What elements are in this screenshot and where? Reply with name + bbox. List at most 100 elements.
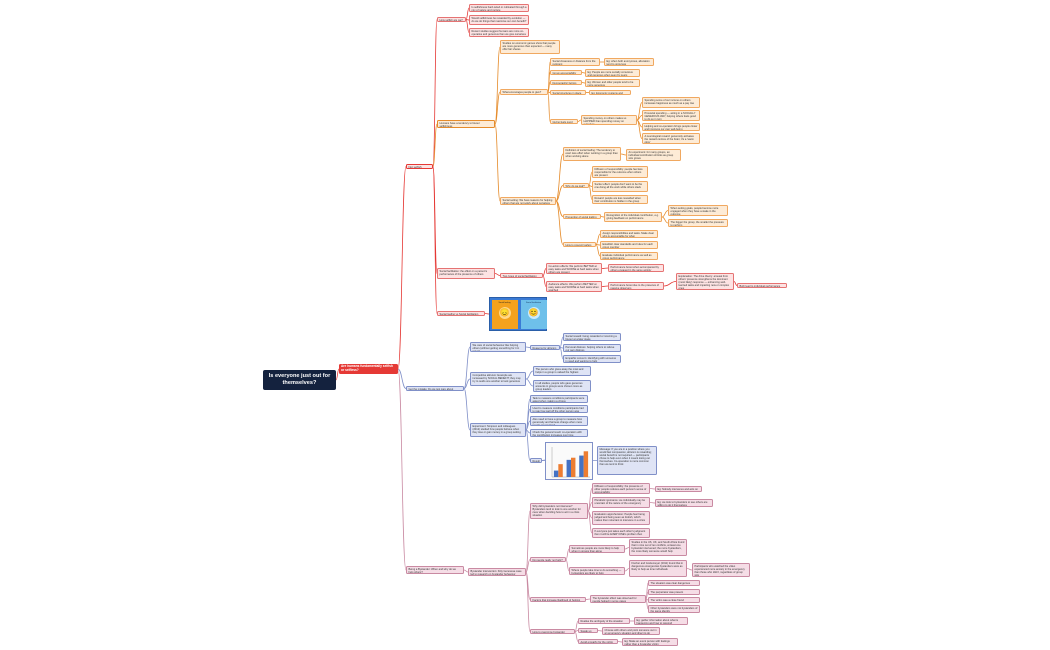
result-bar-chart xyxy=(545,442,593,480)
node-n7[interactable]: Studies on economic games show that peop… xyxy=(500,40,560,54)
node-n39[interactable]: Two types of social facilitation xyxy=(500,273,543,278)
node-n74[interactable]: Studies in the US, UK, and South Africa … xyxy=(629,539,687,556)
node-n71[interactable]: If everyone just takes each other's judg… xyxy=(592,528,650,538)
root-node[interactable]: Is everyone just out for themselves? xyxy=(263,370,336,390)
node-n25[interactable]: An experiment: for many groups, an indiv… xyxy=(626,149,681,161)
node-n62[interactable]: Message: If you are in a position where … xyxy=(597,446,657,475)
node-n84[interactable]: How to overcome bystander effect? xyxy=(530,629,575,634)
node-n70[interactable]: Evaluation apprehension: People fear bei… xyxy=(592,511,650,525)
node-n21[interactable]: Helping and co-operation brings people c… xyxy=(642,123,700,131)
node-n66[interactable]: Diffusion of responsibility: the presenc… xyxy=(592,483,650,494)
node-n26[interactable]: Why do we loaf? xyxy=(563,183,589,188)
node-n14[interactable]: Eg: Women and older people tend to be mo… xyxy=(585,79,640,87)
node-n16[interactable]: Eg: Economic systems and laws xyxy=(589,90,631,95)
node-n53[interactable]: Competitive altruism: Example are increa… xyxy=(470,372,526,386)
node-n23[interactable]: Social setting: We have reasons for help… xyxy=(500,197,556,205)
node-n35[interactable]: Assign responsibilities and tasks. Make … xyxy=(600,230,658,238)
node-n60[interactable]: Check the general result: co-operation w… xyxy=(530,429,588,437)
node-n76[interactable]: Fischer and Greitemeyer (2011) found tha… xyxy=(629,560,687,577)
node-n17[interactable]: Giving feels good xyxy=(550,119,578,124)
link-n5 xyxy=(465,19,470,33)
node-n69[interactable]: Eg: we look to bystanders to see others … xyxy=(655,499,713,507)
node-n37[interactable]: Evaluate individual performance as well … xyxy=(600,252,658,260)
node-n59[interactable]: Also need to have a group to measure how… xyxy=(530,416,588,426)
node-n30[interactable]: Prevention of social loafing xyxy=(563,214,601,219)
node-n87[interactable]: Speak up xyxy=(578,628,598,633)
node-n58[interactable]: Used to measure conditions participants … xyxy=(530,405,588,413)
node-n42[interactable]: Audience effects: We perform BETTER at e… xyxy=(546,281,602,292)
node-n45[interactable]: Both lead to individual performance xyxy=(737,283,787,288)
node-n34[interactable]: How to prevent loafers xyxy=(563,242,596,247)
node-n43[interactable]: Performance boost due to the presence of… xyxy=(608,282,664,290)
node-n27[interactable]: Diffusion of responsibility: people feel… xyxy=(592,166,648,178)
node-n5[interactable]: Recent studies suggest humans are more c… xyxy=(469,28,529,37)
node-n78[interactable]: Factors that increase likelihood of help… xyxy=(530,597,586,602)
node-n65[interactable]: Why did bystanders not intervene? Bystan… xyxy=(530,503,588,519)
node-n19[interactable]: Spending some of our income on others in… xyxy=(642,97,700,108)
link-poster xyxy=(484,313,490,315)
node-n49[interactable]: Reasons for altruism xyxy=(530,345,560,350)
node-n13[interactable]: Demographic factors xyxy=(550,80,582,85)
node-n54[interactable]: The person who gives away the most and h… xyxy=(533,366,591,376)
node-n75[interactable]: Where people take time to do something —… xyxy=(569,567,625,575)
link-root-main xyxy=(335,368,340,381)
node-n36[interactable]: Establish clear standards and rules for … xyxy=(600,241,658,249)
node-n72[interactable]: Do people really not help? xyxy=(530,557,566,562)
node-n83[interactable]: Other bystanders were not bystanders of … xyxy=(648,605,700,613)
link-n69 xyxy=(649,502,656,504)
node-n31[interactable]: Recognition of the individual contributi… xyxy=(604,212,662,222)
node-n24[interactable]: Definition of social loafing: The tenden… xyxy=(563,147,621,161)
node-n15[interactable]: Social structures in place xyxy=(550,90,586,95)
node-n44[interactable]: Explanation: The drive theory: arousal f… xyxy=(676,273,734,290)
node-n40[interactable]: Co-action effects: We perform BETTER at … xyxy=(546,263,602,274)
node-n22[interactable]: A neurological reward: generosity activa… xyxy=(642,133,700,144)
node-n20[interactable]: Prosocial spending — acting in a SOCIALL… xyxy=(642,110,700,121)
node-n68[interactable]: Eg: Nobody intervenes and acts on it xyxy=(655,486,702,492)
node-n90[interactable]: Eg: Make an event person with feelings r… xyxy=(622,638,678,646)
node-n38[interactable]: Social facilitation: the effect on a per… xyxy=(437,268,495,279)
node-n80[interactable]: The situation was clear dangerous xyxy=(648,580,700,586)
node-n33[interactable]: The bigger the group, the smaller the pr… xyxy=(668,219,728,227)
node-n88[interactable]: Choose with others and point someone out… xyxy=(602,627,660,635)
node-n29[interactable]: Reward: people are less rewarded when th… xyxy=(592,195,648,204)
node-n61[interactable]: Result xyxy=(530,458,542,463)
node-n79[interactable]: The bystander effect was observed for pe… xyxy=(590,595,646,603)
node-n63[interactable]: Being a Bystander: When and why do we he… xyxy=(406,566,464,574)
node-n3[interactable]: Is selfishness hard-wired or cultivated … xyxy=(469,4,529,12)
node-n11[interactable]: Group accountability xyxy=(550,70,582,75)
node-n12[interactable]: Eg: People are more socially conscious a… xyxy=(585,69,640,77)
node-n77[interactable]: Participants who watched the video exper… xyxy=(692,563,750,577)
node-n89[interactable]: Avoid empathy for the victim xyxy=(578,639,618,644)
node-n18[interactable]: Spending money on others makes us HAPPIE… xyxy=(581,115,637,125)
node-n50[interactable]: Social reward: being rewarded or returni… xyxy=(563,333,621,341)
node-n85[interactable]: Realise the ambiguity of the situation xyxy=(578,618,630,624)
node-n81[interactable]: The perpetrator was present xyxy=(648,589,700,595)
node-n48[interactable]: We care of social behaviour like helping… xyxy=(470,342,526,352)
node-n64[interactable]: Bystander intervention: Kitty Genovese c… xyxy=(468,568,526,576)
node-n10[interactable]: Eg: when both anonymous, allocation tend… xyxy=(604,58,654,66)
node-n8[interactable]: What encourages people to give? xyxy=(500,89,548,95)
node-n1[interactable]: Not selfish xyxy=(406,164,433,169)
node-n2[interactable]: How selfish are we? xyxy=(437,17,466,22)
chart-bar-s0-c2 xyxy=(579,455,584,477)
node-n86[interactable]: Eg: gather information about what is hap… xyxy=(634,617,688,625)
node-n28[interactable]: Sucker effect: people don't want to be t… xyxy=(592,181,648,192)
node-n51[interactable]: Personal distress: helping others to rel… xyxy=(563,344,621,352)
link-n65 xyxy=(525,510,531,573)
node-n46[interactable]: Social loafing vs Social facilitation xyxy=(437,311,485,316)
node-n55[interactable]: In all studies, people who gave generous… xyxy=(533,380,591,392)
node-n57[interactable]: Task to measure conditions participants … xyxy=(530,395,588,403)
node-n82[interactable]: The victim was a close friend xyxy=(648,597,700,603)
node-n73[interactable]: Sometimes people are more likely to help… xyxy=(569,545,625,553)
node-n4[interactable]: Would selfishness be rewarded by evoluti… xyxy=(469,15,529,25)
node-n56[interactable]: Experiment: Simpson and colleagues (2012… xyxy=(470,423,526,437)
node-n9[interactable]: Social closeness or distance from the re… xyxy=(550,58,600,66)
node-n32[interactable]: When setting goals, people become more e… xyxy=(668,205,728,216)
node-n52[interactable]: Empathic concern: identifying with someo… xyxy=(563,355,621,363)
node-n41[interactable]: Performance boost when accompanied by ot… xyxy=(608,264,664,272)
main-topic[interactable]: Are humans fundamentally selfish or self… xyxy=(339,364,398,374)
link-n89 xyxy=(574,631,579,642)
node-n67[interactable]: Pluralistic ignorance: we individually m… xyxy=(592,497,650,508)
node-n6[interactable]: Humans have a tendency to favour selfish… xyxy=(437,120,495,128)
node-n47[interactable]: Get the mistake: Do we just care about o… xyxy=(406,386,464,391)
